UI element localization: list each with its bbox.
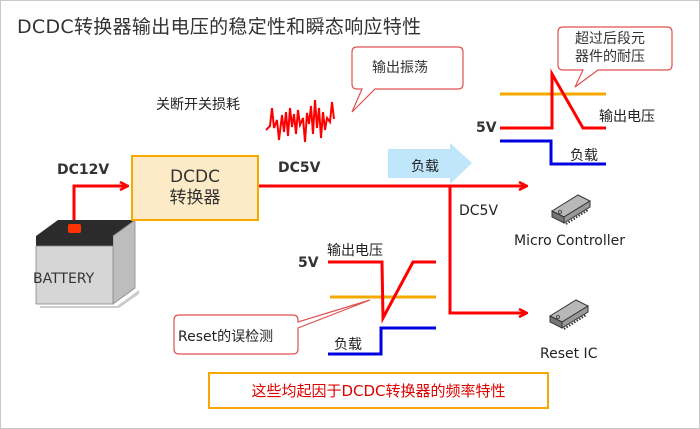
switching-loss-label: 关断开关损耗: [156, 97, 240, 113]
battery-to-dcdc-wire: [72, 186, 127, 228]
dcdc-label-line2: 转换器: [169, 188, 221, 208]
output-oscillation-label: 输出振荡: [372, 60, 428, 76]
mid-output-voltage-label: 输出电压: [327, 243, 383, 259]
mid-load-line: [328, 326, 436, 356]
mid-load-label: 负载: [334, 337, 362, 353]
top-output-voltage-line: [500, 68, 606, 130]
top-load-label: 负载: [570, 148, 598, 164]
top-output-voltage-label: 输出电压: [599, 109, 655, 125]
battery-label: BATTERY: [33, 271, 95, 287]
load-arrow-label: 负载: [411, 159, 439, 175]
battery-icon: [35, 219, 139, 308]
dc5v-branch-label: DC5V: [459, 203, 499, 219]
conclusion-text: 这些均起因于DCDC转换器的频率特性: [251, 382, 506, 400]
chip-icon-reset: [548, 299, 590, 330]
conclusion-box: 这些均起因于DCDC转换器的频率特性: [208, 372, 549, 409]
mid-output-voltage-line: [328, 260, 436, 324]
exceed-rating-label-line1: 超过后段元: [575, 31, 645, 47]
exceed-rating-label-line2: 器件的耐压: [575, 49, 645, 65]
oscillation-waveform: [265, 99, 335, 143]
reset-ic-label: Reset IC: [540, 346, 598, 362]
load-arrow: [388, 143, 472, 184]
micro-controller-label: Micro Controller: [514, 233, 625, 249]
callout-exceed-bubble: [557, 26, 673, 88]
chip-icon-mcu: [550, 194, 592, 225]
dc12v-label: DC12V: [57, 162, 110, 178]
top-5v-label: 5V: [476, 120, 497, 136]
dcdc-converter-box: DCDC 转换器: [131, 155, 259, 221]
reset-false-detect-label: Reset的误检测: [178, 329, 274, 345]
callout-reset-bubble: [173, 299, 371, 355]
dcdc-label-line1: DCDC: [170, 167, 220, 187]
dc5v-branch-line: [448, 186, 526, 313]
dc5v-main-label: DC5V: [278, 160, 321, 176]
top-load-line: [500, 139, 606, 166]
mid-5v-label: 5V: [298, 255, 319, 271]
callout-oscillation-bubble: [351, 46, 464, 113]
page-title: DCDC转换器输出电压的稳定性和瞬态响应特性: [17, 16, 422, 38]
